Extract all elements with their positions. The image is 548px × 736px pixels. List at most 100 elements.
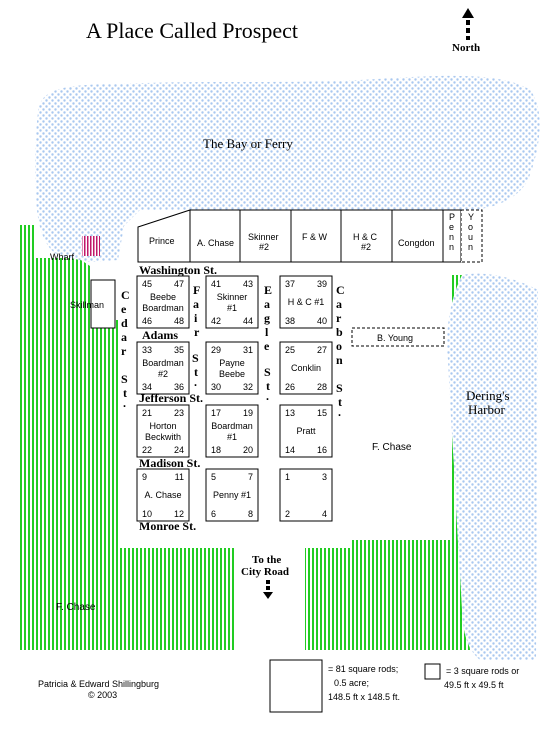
block-outline — [279, 468, 333, 522]
street-monroe: Monroe St. — [139, 519, 196, 533]
block-owner: #1 — [227, 432, 237, 442]
lot-number: 37 — [285, 279, 295, 289]
lot-number: 41 — [211, 279, 221, 289]
block-outline — [136, 404, 190, 458]
lot-label-skinner2-b: #2 — [259, 242, 269, 252]
svg-text:S: S — [121, 372, 128, 386]
lot-label-congdon: Congdon — [398, 238, 435, 248]
svg-text:F: F — [193, 283, 200, 297]
lot-number: 32 — [243, 382, 253, 392]
block-owner: Beebe — [219, 369, 245, 379]
block-outline — [279, 404, 333, 458]
block-outline — [205, 341, 259, 395]
skillman-label: Skillman — [70, 300, 104, 310]
lot-number: 14 — [285, 445, 295, 455]
lot-number: 11 — [175, 472, 184, 482]
svg-text:d: d — [121, 316, 128, 330]
lot-number: 10 — [142, 509, 152, 519]
svg-text:S: S — [192, 351, 199, 365]
svg-text:E: E — [264, 283, 272, 297]
lot-number: 31 — [243, 345, 253, 355]
svg-text:a: a — [336, 297, 342, 311]
legend-large-line1: = 81 square rods; — [328, 664, 398, 674]
svg-text:n: n — [449, 242, 454, 252]
city-road-line1: To the — [252, 554, 281, 566]
svg-text:t: t — [338, 395, 342, 409]
block-owner: Conklin — [291, 363, 321, 373]
block-outline — [205, 468, 259, 522]
b-young-lot — [351, 327, 445, 347]
block-owner: Penny #1 — [213, 490, 251, 500]
svg-text:g: g — [264, 311, 270, 325]
block-outline — [279, 341, 333, 395]
legend-small-square — [424, 663, 441, 680]
city-road-line2: City Road — [241, 566, 289, 578]
svg-text:a: a — [193, 297, 199, 311]
street-madison: Madison St. — [139, 456, 200, 470]
lot-number: 13 — [285, 408, 295, 418]
f-chase-right: F. Chase — [372, 442, 412, 453]
lot-number: 35 — [174, 345, 184, 355]
harbor-water — [447, 273, 538, 660]
lot-number: 12 — [174, 509, 184, 519]
svg-text:n: n — [449, 232, 454, 242]
lot-label-hc2-b: #2 — [361, 242, 371, 252]
lot-number: 9 — [142, 472, 147, 482]
harbor-label-2: Harbor — [468, 402, 505, 417]
street-cedar: Ced ar St. — [121, 288, 130, 410]
svg-text:r: r — [121, 344, 127, 358]
lot-number: 27 — [317, 345, 327, 355]
svg-text:.: . — [123, 396, 126, 410]
lot-number: 21 — [142, 408, 152, 418]
lot-number: 33 — [142, 345, 152, 355]
svg-text:.: . — [194, 375, 197, 389]
penn-label: Penn — [449, 212, 455, 252]
block-owner: Boardman — [211, 421, 253, 431]
lot-number: 3 — [322, 472, 327, 482]
lot-number: 2 — [285, 509, 290, 519]
lot-label-fw: F & W — [302, 232, 328, 242]
block-owner: #1 — [227, 303, 237, 313]
bay-water — [35, 75, 540, 263]
svg-text:e: e — [264, 339, 270, 353]
block-owner: Beckwith — [145, 432, 181, 442]
block-owner: #2 — [158, 369, 168, 379]
svg-text:e: e — [121, 302, 127, 316]
harbor-label-1: Dering's — [466, 388, 510, 403]
street-adams: Adams — [142, 328, 178, 342]
lot-number: 5 — [211, 472, 216, 482]
lot-number: 30 — [211, 382, 221, 392]
svg-text:n: n — [336, 353, 343, 367]
lot-label-hc2-a: H & C — [353, 232, 378, 242]
lot-number: 38 — [285, 316, 295, 326]
svg-text:P: P — [449, 212, 455, 222]
svg-text:S: S — [336, 381, 343, 395]
credit-line2: © 2003 — [88, 690, 117, 700]
block-owner: Horton — [149, 421, 176, 431]
top-row-lots — [137, 209, 483, 263]
lot-number: 45 — [142, 279, 152, 289]
svg-text:n: n — [468, 242, 473, 252]
svg-text:o: o — [468, 222, 473, 232]
lot-number: 40 — [317, 316, 327, 326]
svg-text:i: i — [194, 311, 198, 325]
north-label: North — [452, 42, 480, 54]
lot-number: 48 — [174, 316, 184, 326]
svg-text:t: t — [123, 386, 127, 400]
lot-number: 47 — [174, 279, 184, 289]
street-eagle: Eag le St. — [264, 283, 272, 403]
wharf-label: Wharf — [50, 252, 75, 262]
block-owner: Pratt — [296, 426, 316, 436]
block-owner: Beebe — [150, 292, 176, 302]
credit-line1: Patricia & Edward Shillingburg — [38, 679, 159, 689]
